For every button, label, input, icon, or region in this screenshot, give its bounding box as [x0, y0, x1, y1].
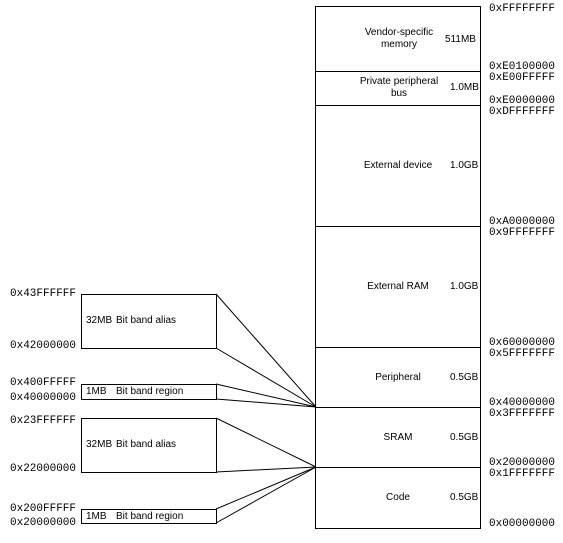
address-label: 0x40000000	[10, 392, 77, 404]
bit-band-alias-sram: 32MB Bit band alias	[81, 418, 217, 473]
address-label: 0x60000000	[489, 337, 556, 349]
address-label: 0xE0100000	[489, 61, 556, 73]
bit-band-label: Bit band alias	[116, 439, 177, 450]
address-label: 0x43FFFFFF	[10, 288, 77, 300]
address-label: 0x40000000	[489, 397, 556, 409]
bit-band-size: 1MB	[86, 386, 107, 397]
bit-band-region-peripheral: 1MB Bit band region	[81, 384, 217, 400]
address-label: 0x1FFFFFFF	[489, 468, 556, 480]
address-label: 0x23FFFFFF	[10, 415, 77, 427]
bit-band-label: Bit band region	[116, 511, 184, 522]
address-label: 0xDFFFFFFF	[489, 106, 556, 118]
connector-line	[215, 383, 317, 408]
region-size: 1.0GB	[450, 160, 479, 171]
connector-line	[215, 466, 317, 524]
address-label: 0x5FFFFFFF	[489, 348, 556, 360]
region-vendor-specific: Vendor-specific memory 511MB	[315, 6, 481, 72]
connector-line	[215, 466, 317, 473]
region-size: 1.0MB	[450, 82, 479, 93]
address-label: 0xFFFFFFFF	[489, 3, 556, 15]
bit-band-label: Bit band region	[116, 386, 184, 397]
region-code: Code 0.5GB	[315, 467, 481, 529]
address-label: 0x42000000	[10, 340, 77, 352]
bit-band-alias-peripheral: 32MB Bit band alias	[81, 294, 217, 349]
region-size: 0.5GB	[450, 432, 479, 443]
region-private-peripheral-bus: Private peripheral bus 1.0MB	[315, 71, 481, 106]
address-label: 0x9FFFFFFF	[489, 227, 556, 239]
region-name: Vendor-specific memory	[364, 27, 434, 50]
region-name: Peripheral	[375, 372, 421, 383]
bit-band-size: 32MB	[86, 315, 113, 326]
bit-band-region-sram: 1MB Bit band region	[81, 509, 217, 524]
address-label: 0x200FFFFF	[10, 503, 77, 515]
address-label: 0x20000000	[10, 517, 77, 529]
connector-line	[215, 293, 317, 408]
region-size: 511MB	[445, 34, 476, 45]
address-label: 0x22000000	[10, 463, 77, 475]
bit-band-label: Bit band alias	[116, 315, 177, 326]
region-sram: SRAM 0.5GB	[315, 407, 481, 468]
region-size: 0.5GB	[450, 372, 479, 383]
bit-band-size: 1MB	[86, 511, 107, 522]
address-label: 0xA0000000	[489, 216, 556, 228]
region-size: 0.5GB	[450, 492, 479, 503]
region-name: SRAM	[383, 432, 413, 443]
region-name: External RAM	[367, 281, 429, 292]
region-name: Code	[386, 492, 410, 503]
region-size: 1.0GB	[450, 281, 479, 292]
connector-line	[215, 398, 317, 408]
region-name: External device	[363, 160, 433, 171]
address-label: 0x400FFFFF	[10, 377, 77, 389]
address-label: 0x00000000	[489, 518, 556, 530]
address-label: 0xE0000000	[489, 95, 556, 107]
connector-line	[215, 347, 317, 408]
bit-band-size: 32MB	[86, 439, 113, 450]
address-label: 0x3FFFFFFF	[489, 408, 556, 420]
connector-line	[215, 466, 317, 510]
region-external-device: External device 1.0GB	[315, 105, 481, 227]
region-name: Private peripheral bus	[359, 76, 439, 99]
connector-line	[215, 417, 317, 468]
region-external-ram: External RAM 1.0GB	[315, 226, 481, 348]
region-peripheral: Peripheral 0.5GB	[315, 347, 481, 408]
address-label: 0xE00FFFFF	[489, 72, 556, 84]
address-label: 0x20000000	[489, 457, 556, 469]
